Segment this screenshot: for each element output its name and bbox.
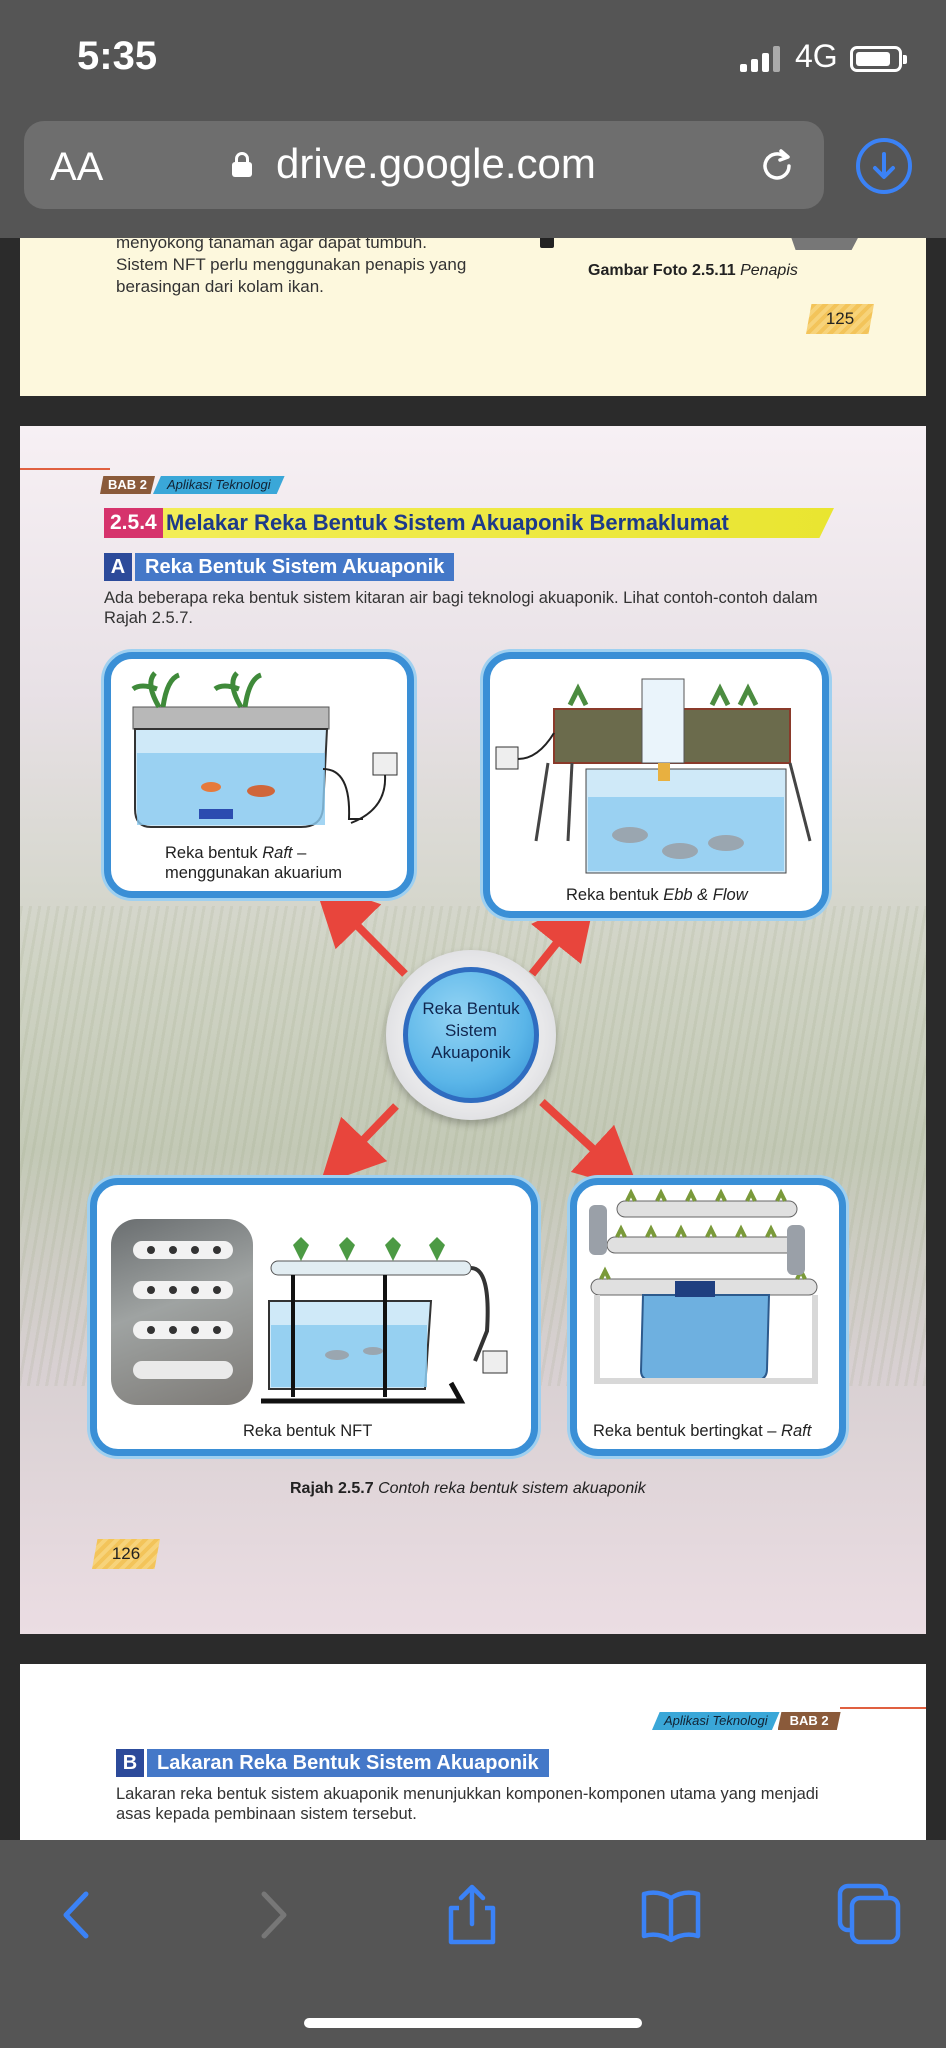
arrow-to-nft: [319, 1103, 399, 1186]
tiered-raft-illustration: [589, 1188, 818, 1384]
text-line: Sistem NFT perlu menggunakan penapis yan…: [116, 255, 467, 274]
section-title: Melakar Reka Bentuk Sistem Akuaponik Ber…: [166, 510, 729, 535]
label-text: Reka bentuk: [165, 844, 263, 862]
raft-aquarium-illustration: [131, 671, 398, 828]
signal-icon: [740, 46, 780, 72]
text-size-button[interactable]: AA: [50, 145, 103, 190]
arrow-to-tiered: [539, 1099, 640, 1192]
page-127: Aplikasi Teknologi BAB 2 B Lakaran Reka …: [20, 1664, 926, 1840]
subsection-letter: B: [116, 1749, 144, 1777]
ebb-flow-illustration: [495, 678, 812, 874]
figure-caption: Rajah 2.5.7 Contoh reka bentuk sistem ak…: [290, 1480, 646, 1498]
card-ebb-flow: Reka bentuk Ebb & Flow: [483, 652, 829, 918]
chapter-badge: Aplikasi Teknologi BAB 2: [652, 1712, 841, 1730]
center-disc-inner: Reka Bentuk Sistem Akuaponik: [403, 967, 539, 1103]
caption-text: Penapis: [740, 262, 798, 279]
chapter-number: BAB 2: [777, 1712, 841, 1730]
home-indicator: [304, 2018, 642, 2028]
browser-address-area: AA drive.google.com: [0, 118, 946, 238]
back-icon[interactable]: [42, 1880, 112, 1950]
label-text: –: [292, 844, 307, 862]
image-fragment: [540, 238, 554, 248]
center-label: Reka Bentuk Sistem Akuaponik: [422, 999, 520, 1062]
subsection-heading: A Reka Bentuk Sistem Akuaponik: [104, 553, 455, 581]
arrow-to-ebb: [528, 894, 596, 977]
card-tiered-raft-label: Reka bentuk bertingkat – Raft: [593, 1421, 811, 1441]
label-text: menggunakan akuarium: [165, 864, 343, 882]
section-number: 2.5.4: [104, 508, 163, 538]
label-text: Reka bentuk bertingkat –: [593, 1422, 782, 1440]
subsection-heading: B Lakaran Reka Bentuk Sistem Akuaponik: [116, 1749, 549, 1777]
share-icon[interactable]: [437, 1880, 507, 1950]
reload-icon[interactable]: [757, 146, 797, 186]
image-fragment: [790, 238, 860, 250]
nft-photo: [111, 1219, 253, 1405]
diagram-arrows: [313, 881, 640, 1192]
label-italic: Raft: [781, 1422, 812, 1440]
text-line: menyokong tanaman agar dapat tumbuh.: [116, 238, 427, 252]
card-nft-label: Reka bentuk NFT: [243, 1422, 373, 1440]
nft-illustration: [261, 1237, 508, 1404]
subsection-title: Lakaran Reka Bentuk Sistem Akuaponik: [147, 1749, 549, 1777]
card-raft-label: Reka bentuk Raft – menggunakan akuarium: [165, 843, 342, 883]
caption-number: Gambar Foto 2.5.11: [588, 262, 736, 279]
card-ebb-flow-label: Reka bentuk Ebb & Flow: [566, 885, 748, 905]
lock-icon: [232, 152, 252, 177]
section-title-bar: [104, 508, 834, 538]
address-bar[interactable]: AA drive.google.com: [24, 121, 824, 209]
card-tiered-raft: Reka bentuk bertingkat – Raft: [570, 1178, 846, 1456]
chapter-topic: Aplikasi Teknologi: [153, 476, 285, 494]
figure-caption-text: Contoh reka bentuk sistem akuaponik: [378, 1480, 646, 1497]
chapter-number: BAB 2: [100, 476, 156, 494]
forward-icon[interactable]: [238, 1880, 308, 1950]
photo-caption: Gambar Foto 2.5.11 Penapis: [588, 262, 798, 280]
network-label: 4G: [795, 38, 838, 74]
subsection-letter: A: [104, 553, 132, 581]
nft-photo-pipes: [133, 1241, 233, 1379]
tabs-icon[interactable]: [834, 1880, 904, 1950]
arrow-to-raft: [313, 881, 408, 977]
download-icon: [873, 152, 895, 179]
label-italic: Raft: [262, 844, 293, 862]
text-size-label: AA: [50, 145, 104, 189]
text-line: berasingan dari kolam ikan.: [116, 277, 324, 296]
page-number: 126: [92, 1539, 160, 1569]
browser-toolbar: [0, 1840, 946, 2048]
label-text: Reka bentuk: [566, 886, 664, 904]
url-domain[interactable]: drive.google.com: [276, 140, 596, 187]
page-125: menyokong tanaman agar dapat tumbuh. Sis…: [20, 238, 926, 396]
label-italic: Ebb & Flow: [663, 886, 748, 904]
figure-number: Rajah 2.5.7: [290, 1480, 374, 1497]
decor-line: [20, 468, 110, 470]
intro-paragraph: Ada beberapa reka bentuk sistem kitaran …: [104, 589, 818, 627]
bookmarks-icon[interactable]: [636, 1880, 706, 1950]
battery-icon: [850, 46, 907, 72]
download-button[interactable]: [856, 138, 912, 194]
status-bar: 5:35 4G: [0, 0, 946, 118]
page-number: 125: [806, 304, 874, 334]
decor-line: [840, 1707, 926, 1709]
subsection-title: Reka Bentuk Sistem Akuaponik: [135, 553, 455, 581]
chapter-topic: Aplikasi Teknologi: [652, 1712, 780, 1730]
page-126: BAB 2 Aplikasi Teknologi 2.5.4 Melakar R…: [20, 426, 926, 1634]
status-time: 5:35: [77, 34, 158, 78]
document-viewer[interactable]: menyokong tanaman agar dapat tumbuh. Sis…: [0, 238, 946, 1840]
chapter-badge: BAB 2 Aplikasi Teknologi: [100, 476, 285, 494]
card-raft: Reka bentuk Raft – menggunakan akuarium: [104, 652, 414, 898]
card-nft: Reka bentuk NFT: [90, 1178, 538, 1456]
center-disc: Reka Bentuk Sistem Akuaponik: [386, 950, 556, 1120]
intro-paragraph: Lakaran reka bentuk sistem akuaponik men…: [116, 1785, 819, 1823]
page-text: menyokong tanaman agar dapat tumbuh. Sis…: [116, 238, 516, 298]
